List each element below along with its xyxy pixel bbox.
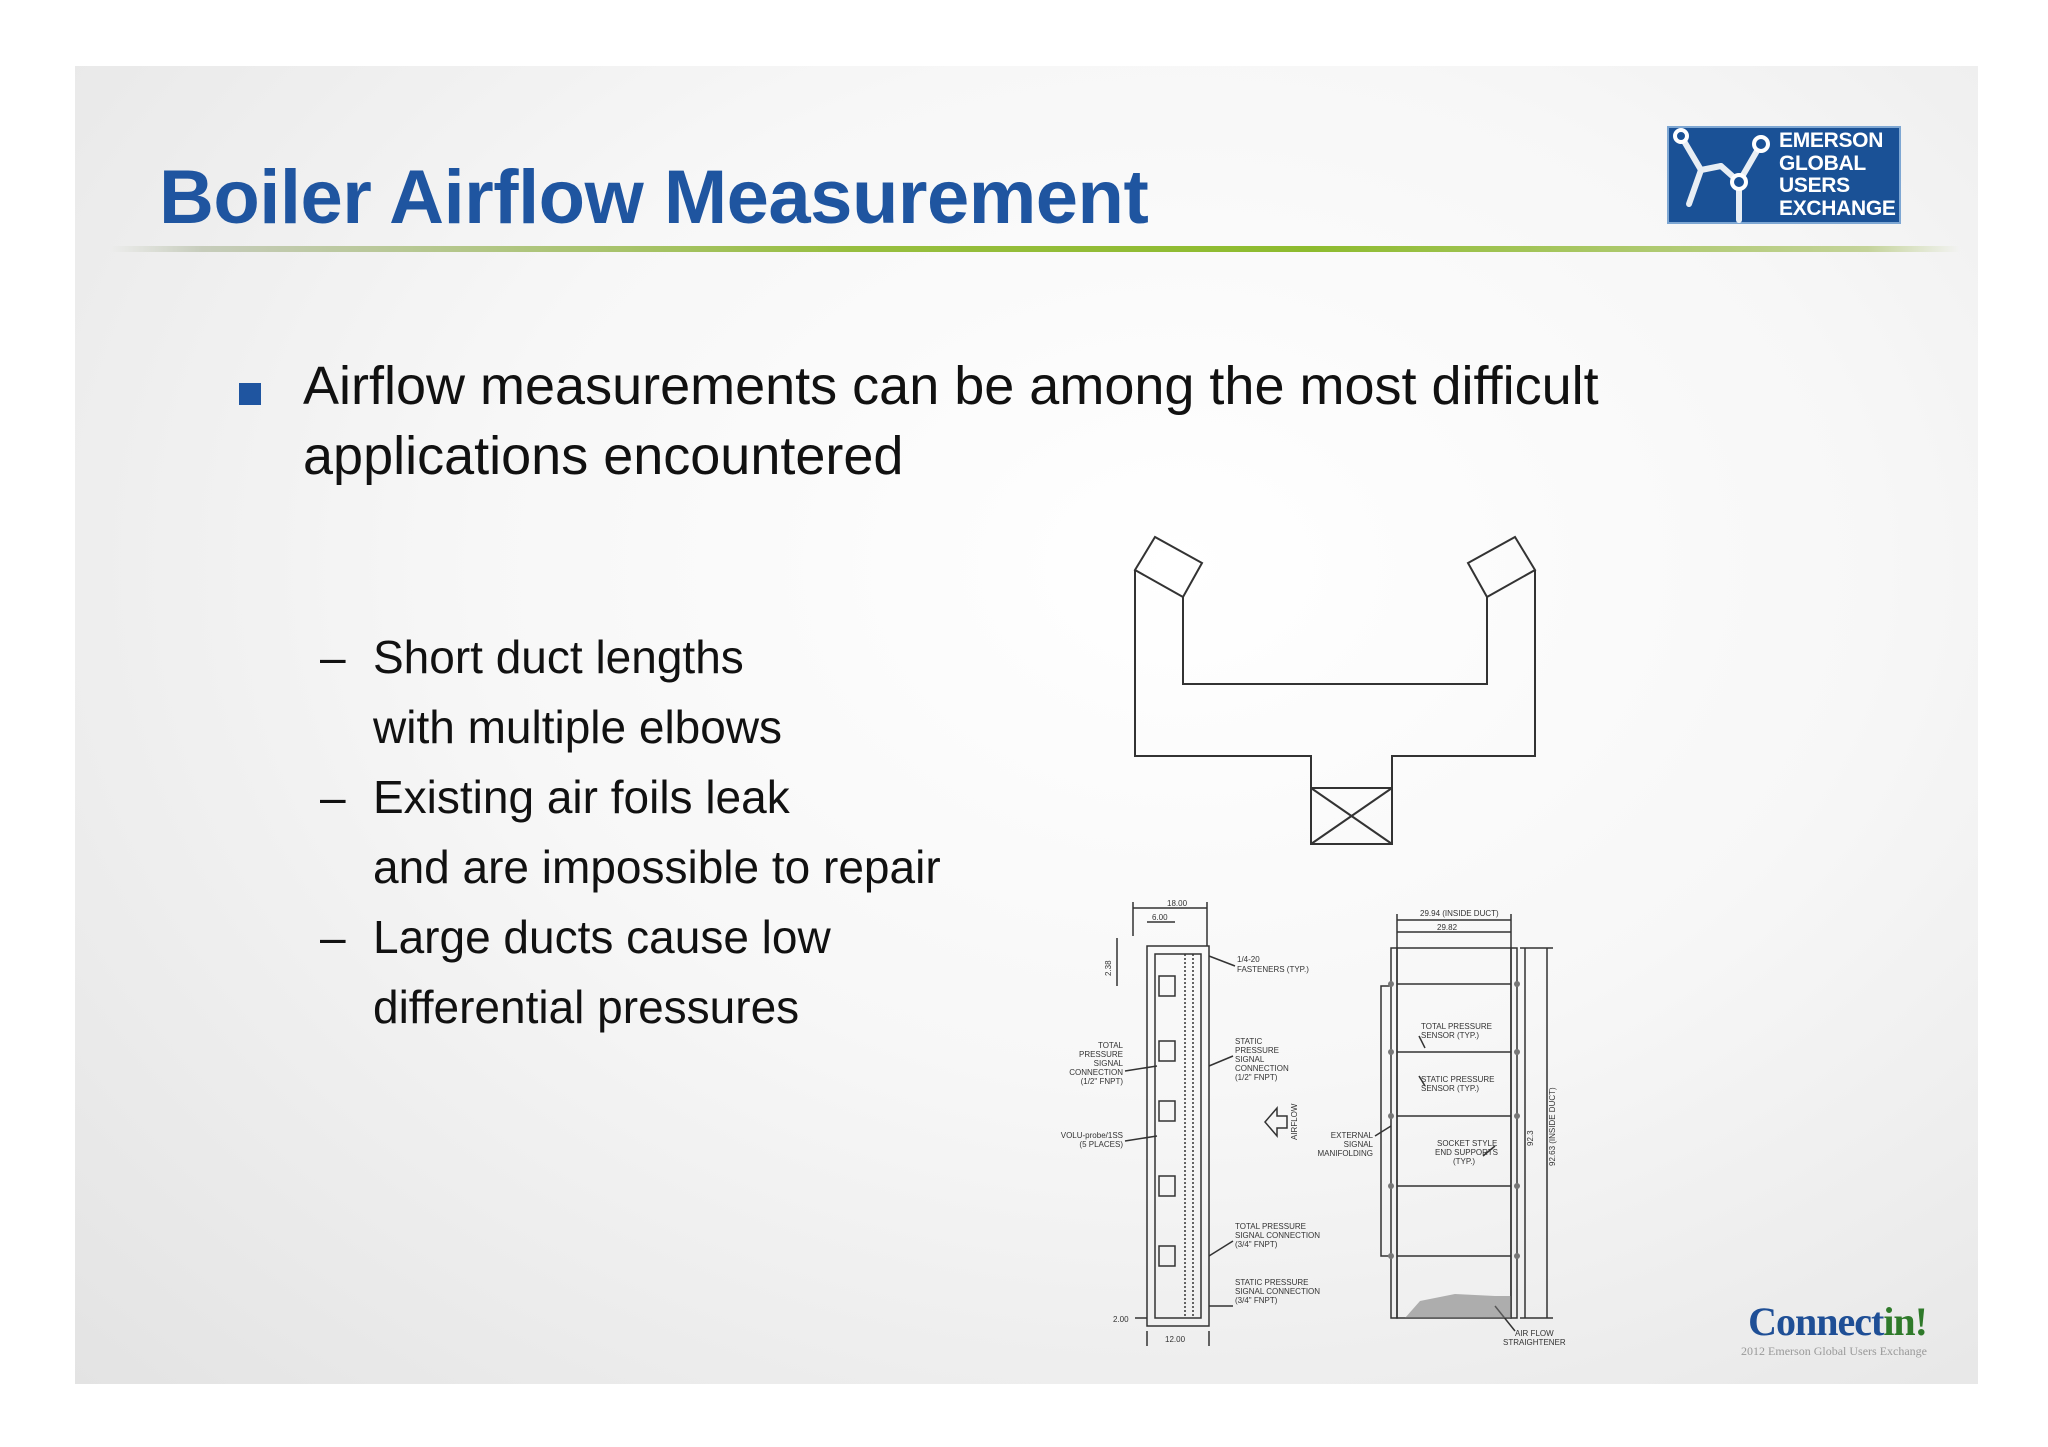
airflow-arrow-icon — [1264, 1105, 1288, 1139]
logo-line: USERS — [1779, 174, 1850, 197]
duct-outline-left — [1134, 570, 1312, 838]
callout-line: TOTAL — [1098, 1041, 1124, 1050]
straightener-hatch — [1405, 1294, 1511, 1318]
left-elbow-inlet — [1133, 535, 1204, 599]
dim-label: 2.38 — [1104, 960, 1113, 976]
fan-box — [1310, 787, 1393, 845]
callout-line: (TYP.) — [1453, 1157, 1475, 1166]
callout-line: MANIFOLDING — [1317, 1149, 1373, 1158]
title-underline — [110, 246, 1960, 252]
callout-line: SIGNAL CONNECTION — [1235, 1287, 1320, 1296]
callout-line: SOCKET STYLE — [1437, 1139, 1497, 1148]
callout-line: STATIC PRESSURE — [1421, 1075, 1495, 1084]
emerson-logo: EMERSON GLOBAL USERS EXCHANGE — [1667, 126, 1901, 224]
callout-line: SIGNAL — [1344, 1140, 1374, 1149]
dim-label: 2.00 — [1113, 1315, 1129, 1324]
callout-line: (5 PLACES) — [1079, 1140, 1123, 1149]
brand-part: Connect — [1748, 1299, 1884, 1344]
logo-line: EXCHANGE — [1779, 196, 1896, 220]
dim-label: 92.63 (INSIDE DUCT) — [1548, 1087, 1557, 1166]
callout-line: VOLU-probe/1SS — [1061, 1131, 1123, 1140]
subbullet-line: Short duct lengths — [373, 631, 744, 683]
main-bullet: Airflow measurements can be among the mo… — [303, 356, 1599, 486]
side-view-frame — [1146, 945, 1210, 1327]
front-view-frame — [1396, 947, 1512, 1319]
callout-line: SIGNAL CONNECTION — [1235, 1231, 1320, 1240]
subbullet-line: and are impossible to repair — [373, 841, 941, 893]
dash-icon: – — [320, 911, 346, 963]
dim-label: 92.3 — [1526, 1130, 1535, 1146]
subbullet-line: Large ducts cause low — [373, 911, 831, 963]
logo-line: GLOBAL — [1779, 151, 1866, 175]
connect-in-brand: Connectin! — [1687, 1299, 1928, 1344]
callout-line: PRESSURE — [1079, 1050, 1123, 1059]
dim-label: 18.00 — [1167, 899, 1188, 908]
callout-line: (1/2" FNPT) — [1081, 1077, 1124, 1086]
subbullet-line: differential pressures — [373, 981, 800, 1033]
callout-line: EXTERNAL — [1331, 1131, 1374, 1140]
callout-line: CONNECTION — [1069, 1068, 1123, 1077]
slide-title: Boiler Airflow Measurement — [159, 155, 1149, 240]
airflow-station-drawing: 18.00 6.00 2.38 2.00 12.00 29.94 (INSIDE… — [1061, 899, 1566, 1347]
network-icon — [1673, 128, 1770, 223]
dash-icon: – — [320, 771, 346, 823]
callout-line: STATIC PRESSURE — [1235, 1278, 1309, 1287]
callout-line: SENSOR (TYP.) — [1421, 1031, 1479, 1040]
callout-line: STATIC — [1235, 1037, 1262, 1046]
right-elbow-inlet — [1466, 535, 1537, 599]
connect-in-logo: Connectin! 2012 Emerson Global Users Exc… — [1687, 1299, 1928, 1360]
external-manifold — [1380, 985, 1391, 1257]
duct-inner-line — [1182, 597, 1488, 685]
callout-line: SIGNAL — [1094, 1059, 1124, 1068]
callout-line: AIR FLOW — [1515, 1329, 1554, 1338]
bullet-square-icon — [239, 383, 261, 405]
callout-line: (3/4" FNPT) — [1235, 1296, 1278, 1305]
dim-label: 29.94 (INSIDE DUCT) — [1420, 909, 1499, 918]
airflow-label: AIRFLOW — [1290, 1103, 1299, 1140]
duct-layout-diagram — [1133, 535, 1537, 845]
callout-line: (1/2" FNPT) — [1235, 1073, 1278, 1082]
callout-line: END SUPPORTS — [1435, 1148, 1498, 1157]
dim-label: 6.00 — [1152, 913, 1168, 922]
logo-text: EMERSON GLOBAL USERS EXCHANGE — [1779, 129, 1896, 220]
callout-line: 1/4-20 — [1237, 955, 1260, 964]
logo-line: EMERSON — [1779, 129, 1884, 152]
footer-tagline: 2012 Emerson Global Users Exchange — [1741, 1344, 1927, 1358]
callout-line: SIGNAL — [1235, 1055, 1265, 1064]
callout-line: SENSOR (TYP.) — [1421, 1084, 1479, 1093]
dim-label: 29.82 — [1437, 923, 1458, 932]
dash-icon: – — [320, 631, 346, 683]
dim-label: 12.00 — [1165, 1335, 1186, 1344]
callout-line: (3/4" FNPT) — [1235, 1240, 1278, 1249]
callout-line: PRESSURE — [1235, 1046, 1279, 1055]
callout-line: FASTENERS (TYP.) — [1237, 965, 1309, 974]
duct-outline-right — [1391, 570, 1536, 838]
subbullet-line: with multiple elbows — [373, 701, 783, 753]
subbullet-line: Existing air foils leak — [373, 771, 790, 823]
callout-line: CONNECTION — [1235, 1064, 1289, 1073]
callout-line: TOTAL PRESSURE — [1235, 1222, 1306, 1231]
brand-part: in! — [1883, 1299, 1928, 1344]
callout-line: TOTAL PRESSURE — [1421, 1022, 1492, 1031]
callout-line: STRAIGHTENER — [1503, 1338, 1566, 1347]
slide: Boiler Airflow Measurement EMERSON GLOBA… — [75, 66, 1978, 1384]
